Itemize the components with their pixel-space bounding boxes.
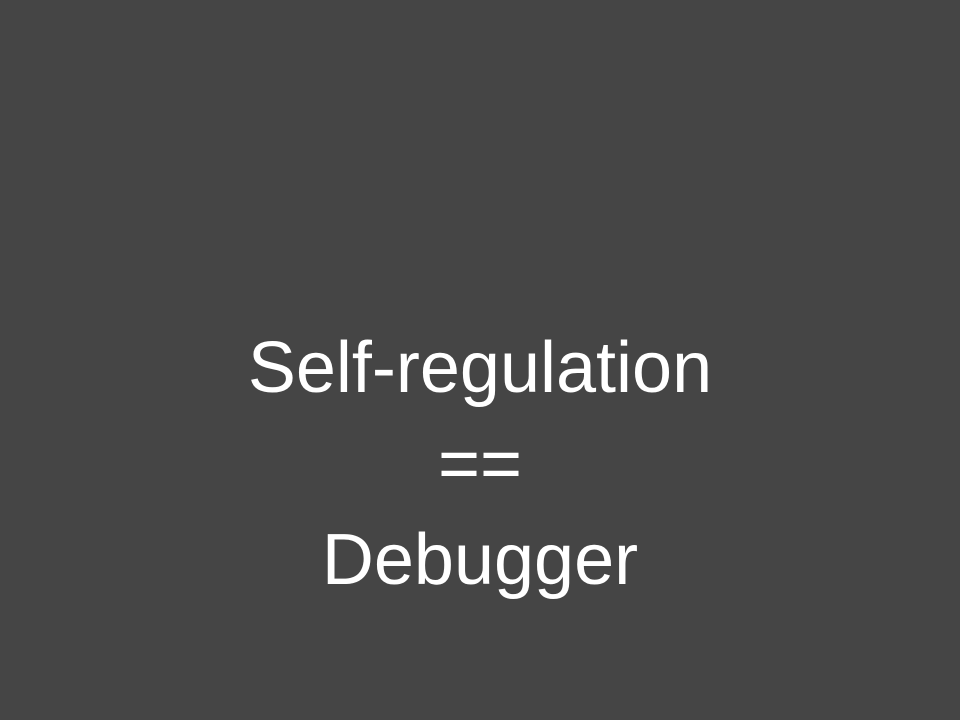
slide-line-debugger: Debugger xyxy=(321,520,639,600)
slide-text-block: Self-regulation == Debugger xyxy=(0,320,960,608)
slide-line-self-regulation: Self-regulation xyxy=(247,328,713,408)
slide-line-equals: == xyxy=(437,424,523,504)
